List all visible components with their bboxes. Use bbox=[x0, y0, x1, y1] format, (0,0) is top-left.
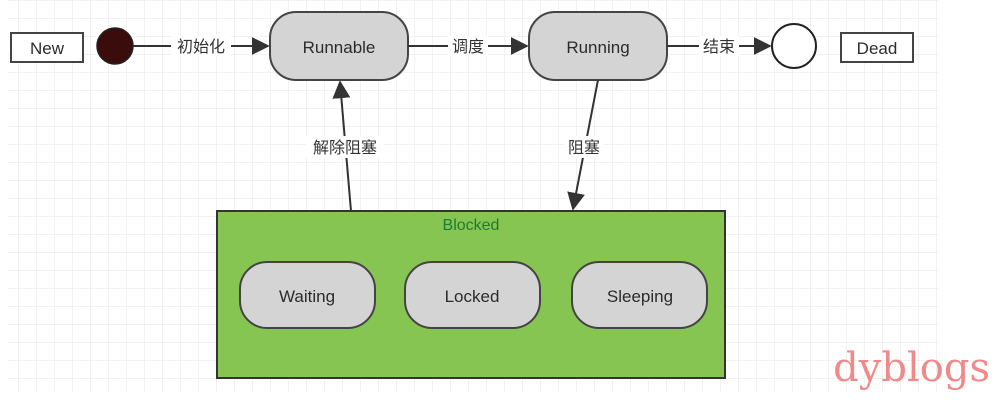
new-state-box bbox=[10, 32, 84, 63]
running-state-label: Running bbox=[566, 38, 629, 57]
runnable-state-label: Runnable bbox=[303, 38, 376, 57]
locked-state-label: Locked bbox=[445, 287, 500, 306]
waiting-state bbox=[239, 261, 376, 329]
sleeping-state bbox=[571, 261, 708, 329]
waiting-state-label: Waiting bbox=[279, 287, 335, 306]
schedule-transition-label: 调度 bbox=[452, 37, 484, 56]
watermark-text: dyblogs bbox=[833, 345, 990, 391]
init-transition-label: 初始化 bbox=[177, 37, 225, 56]
unblock-label-bg bbox=[306, 136, 384, 158]
schedule-label-bg bbox=[448, 36, 488, 56]
unblock-transition-label: 解除阻塞 bbox=[313, 138, 377, 157]
finish-transition-label: 结束 bbox=[703, 37, 735, 56]
block-transition-label: 阻塞 bbox=[568, 138, 600, 157]
new-state-label: New bbox=[30, 39, 65, 58]
init-label-bg bbox=[171, 36, 231, 56]
dead-state-label: Dead bbox=[857, 39, 898, 58]
dead-state-box bbox=[840, 32, 914, 63]
initial-state-dot bbox=[96, 27, 134, 65]
final-state-circle bbox=[771, 23, 817, 69]
blocked-state-title: Blocked bbox=[443, 217, 500, 234]
locked-state bbox=[404, 261, 541, 329]
block-label-bg bbox=[564, 136, 604, 158]
finish-label-bg bbox=[699, 36, 739, 56]
sleeping-state-label: Sleeping bbox=[607, 287, 673, 306]
